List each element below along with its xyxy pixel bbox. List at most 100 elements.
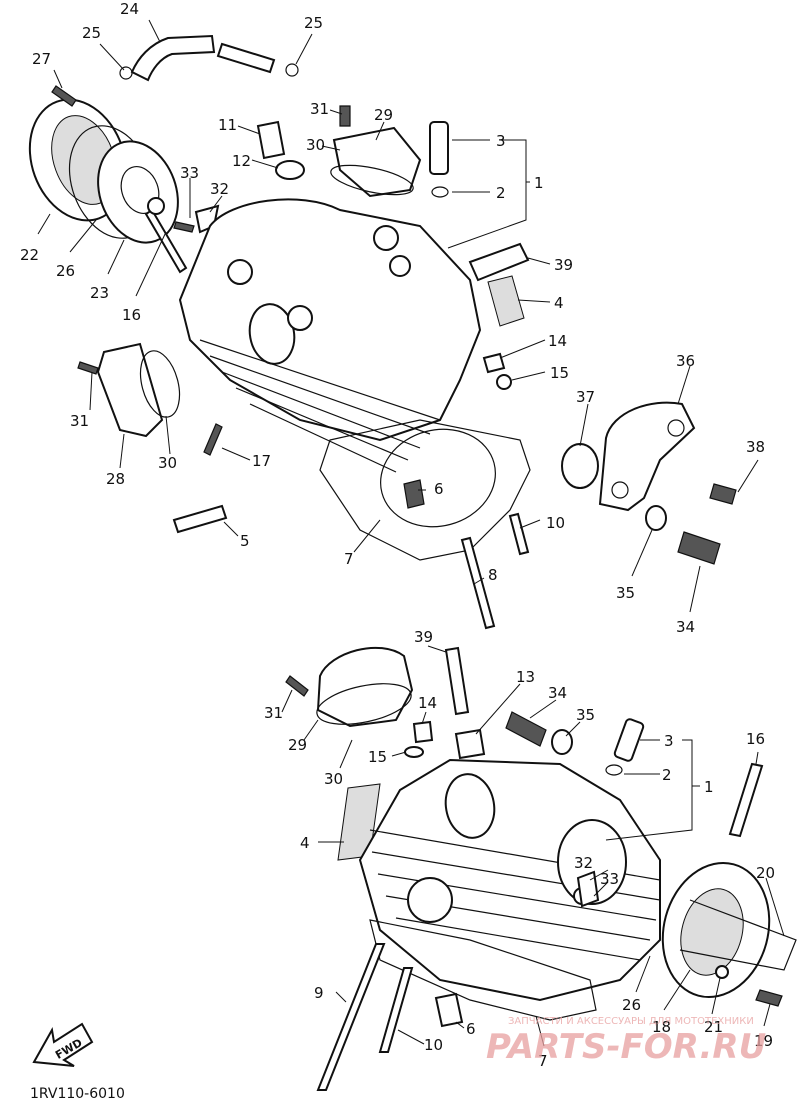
cylinder-head-top [178, 198, 482, 442]
head-gasket-7-top [319, 419, 531, 561]
callout: 6 [434, 480, 444, 498]
boss-top-d [389, 255, 411, 277]
breather-hose [130, 34, 216, 82]
bolt-38 [709, 483, 737, 505]
callout: 15 [368, 748, 387, 766]
bracket-36-hole-b [611, 481, 629, 499]
bolt-16-top [144, 208, 188, 274]
watermark: ЗАПЧАСТИ И АКСЕССУАРЫ ДЛЯ МОТОТЕХНИКИ PA… [486, 1016, 766, 1067]
callout: 14 [418, 694, 437, 712]
callout: 23 [90, 284, 109, 302]
o-ring-30-left [139, 350, 181, 418]
document-code: 1RV110-6010 [30, 1086, 125, 1102]
damper-37 [561, 443, 599, 489]
callout: 30 [324, 770, 343, 788]
callout: 31 [310, 100, 329, 118]
bracket-36 [598, 401, 696, 512]
callout: 30 [158, 454, 177, 472]
boss-bottom-a [407, 877, 453, 923]
callout: 29 [288, 736, 307, 754]
callout: 30 [306, 136, 325, 154]
leader-lines [37, 19, 785, 1047]
boss-top-a [227, 259, 253, 285]
callout: 18 [652, 1018, 671, 1036]
bolt-34-top [677, 531, 721, 565]
bolt-14-top [482, 352, 506, 374]
washer-15-top [496, 374, 512, 390]
bottom-assembly [285, 646, 797, 1091]
cap-28 [96, 342, 164, 438]
callout: 27 [32, 50, 51, 68]
callout: 14 [548, 332, 567, 350]
callout: 2 [662, 766, 672, 784]
bolt-16-bottom [728, 762, 764, 838]
callout: 22 [20, 246, 39, 264]
washer-35-top [645, 505, 667, 531]
watermark-brand: PARTS-FOR.RU [486, 1027, 766, 1067]
stud-10-bottom [378, 967, 414, 1053]
cap-11 [256, 120, 286, 160]
stud-8 [460, 536, 496, 630]
valve-guide-3-top [429, 121, 449, 175]
nut-13 [454, 728, 486, 760]
clip-2-bottom [605, 764, 623, 776]
bolt-27 [51, 85, 77, 107]
stud-9 [316, 943, 386, 1091]
head-fins-top [199, 339, 441, 473]
callout: 9 [314, 984, 324, 1002]
callout: 16 [746, 730, 765, 748]
boss-top-c [373, 225, 399, 251]
callout: 1 [704, 778, 714, 796]
callout: 38 [746, 438, 765, 456]
bolt-34-bottom [505, 711, 547, 747]
bolt-14-bottom [412, 720, 434, 744]
port-bottom [444, 773, 496, 839]
clip-2-top [431, 186, 449, 198]
callout: 3 [664, 732, 674, 750]
callout: 4 [300, 834, 310, 852]
boss-top-b [287, 305, 313, 331]
callout: 10 [546, 514, 565, 532]
spark-plug-39-bottom [444, 646, 470, 716]
callout: 34 [548, 684, 567, 702]
callout: 10 [424, 1036, 443, 1054]
hose-clip-left [119, 66, 133, 80]
callout: 12 [232, 152, 251, 170]
callout: 25 [304, 14, 323, 32]
port-top [248, 303, 296, 365]
dowel-6-bottom [434, 992, 464, 1028]
callout: 15 [550, 364, 569, 382]
callout: 6 [466, 1020, 476, 1038]
o-ring-30-top [330, 164, 414, 196]
callout: 31 [70, 412, 89, 430]
callout-labels: 24 25 25 27 22 26 23 16 33 32 11 12 31 2… [20, 0, 775, 1070]
callout: 8 [488, 566, 498, 584]
callout: 32 [574, 854, 593, 872]
callout: 39 [554, 256, 573, 274]
callout: 33 [180, 164, 199, 182]
seal-4-top [487, 275, 525, 327]
callout: 4 [554, 294, 564, 312]
clamp-32-bottom [576, 870, 600, 908]
cover-29-top [332, 126, 422, 198]
stud-17 [203, 423, 223, 456]
callout: 21 [704, 1018, 723, 1036]
watermark-tagline: ЗАПЧАСТИ И АКСЕССУАРЫ ДЛЯ МОТОТЕХНИКИ [508, 1016, 754, 1027]
nut-21 [715, 965, 729, 979]
callout: 17 [252, 452, 271, 470]
valve-guide-3-bottom [613, 718, 645, 762]
callout: 13 [516, 668, 535, 686]
fwd-arrow: FWD [32, 1022, 94, 1067]
callout: 7 [344, 550, 354, 568]
callout: 1 [534, 174, 544, 192]
cover-29-bottom [316, 646, 414, 728]
dowel-6-top [403, 479, 425, 509]
bolt-31-left [77, 361, 99, 375]
callout: 25 [82, 24, 101, 42]
washer-15-bottom [404, 746, 424, 758]
screw-33 [173, 221, 195, 233]
callout: 35 [576, 706, 595, 724]
bolt-19 [755, 989, 783, 1007]
spark-plug-39-top [468, 242, 530, 282]
dowel-5 [172, 504, 228, 534]
